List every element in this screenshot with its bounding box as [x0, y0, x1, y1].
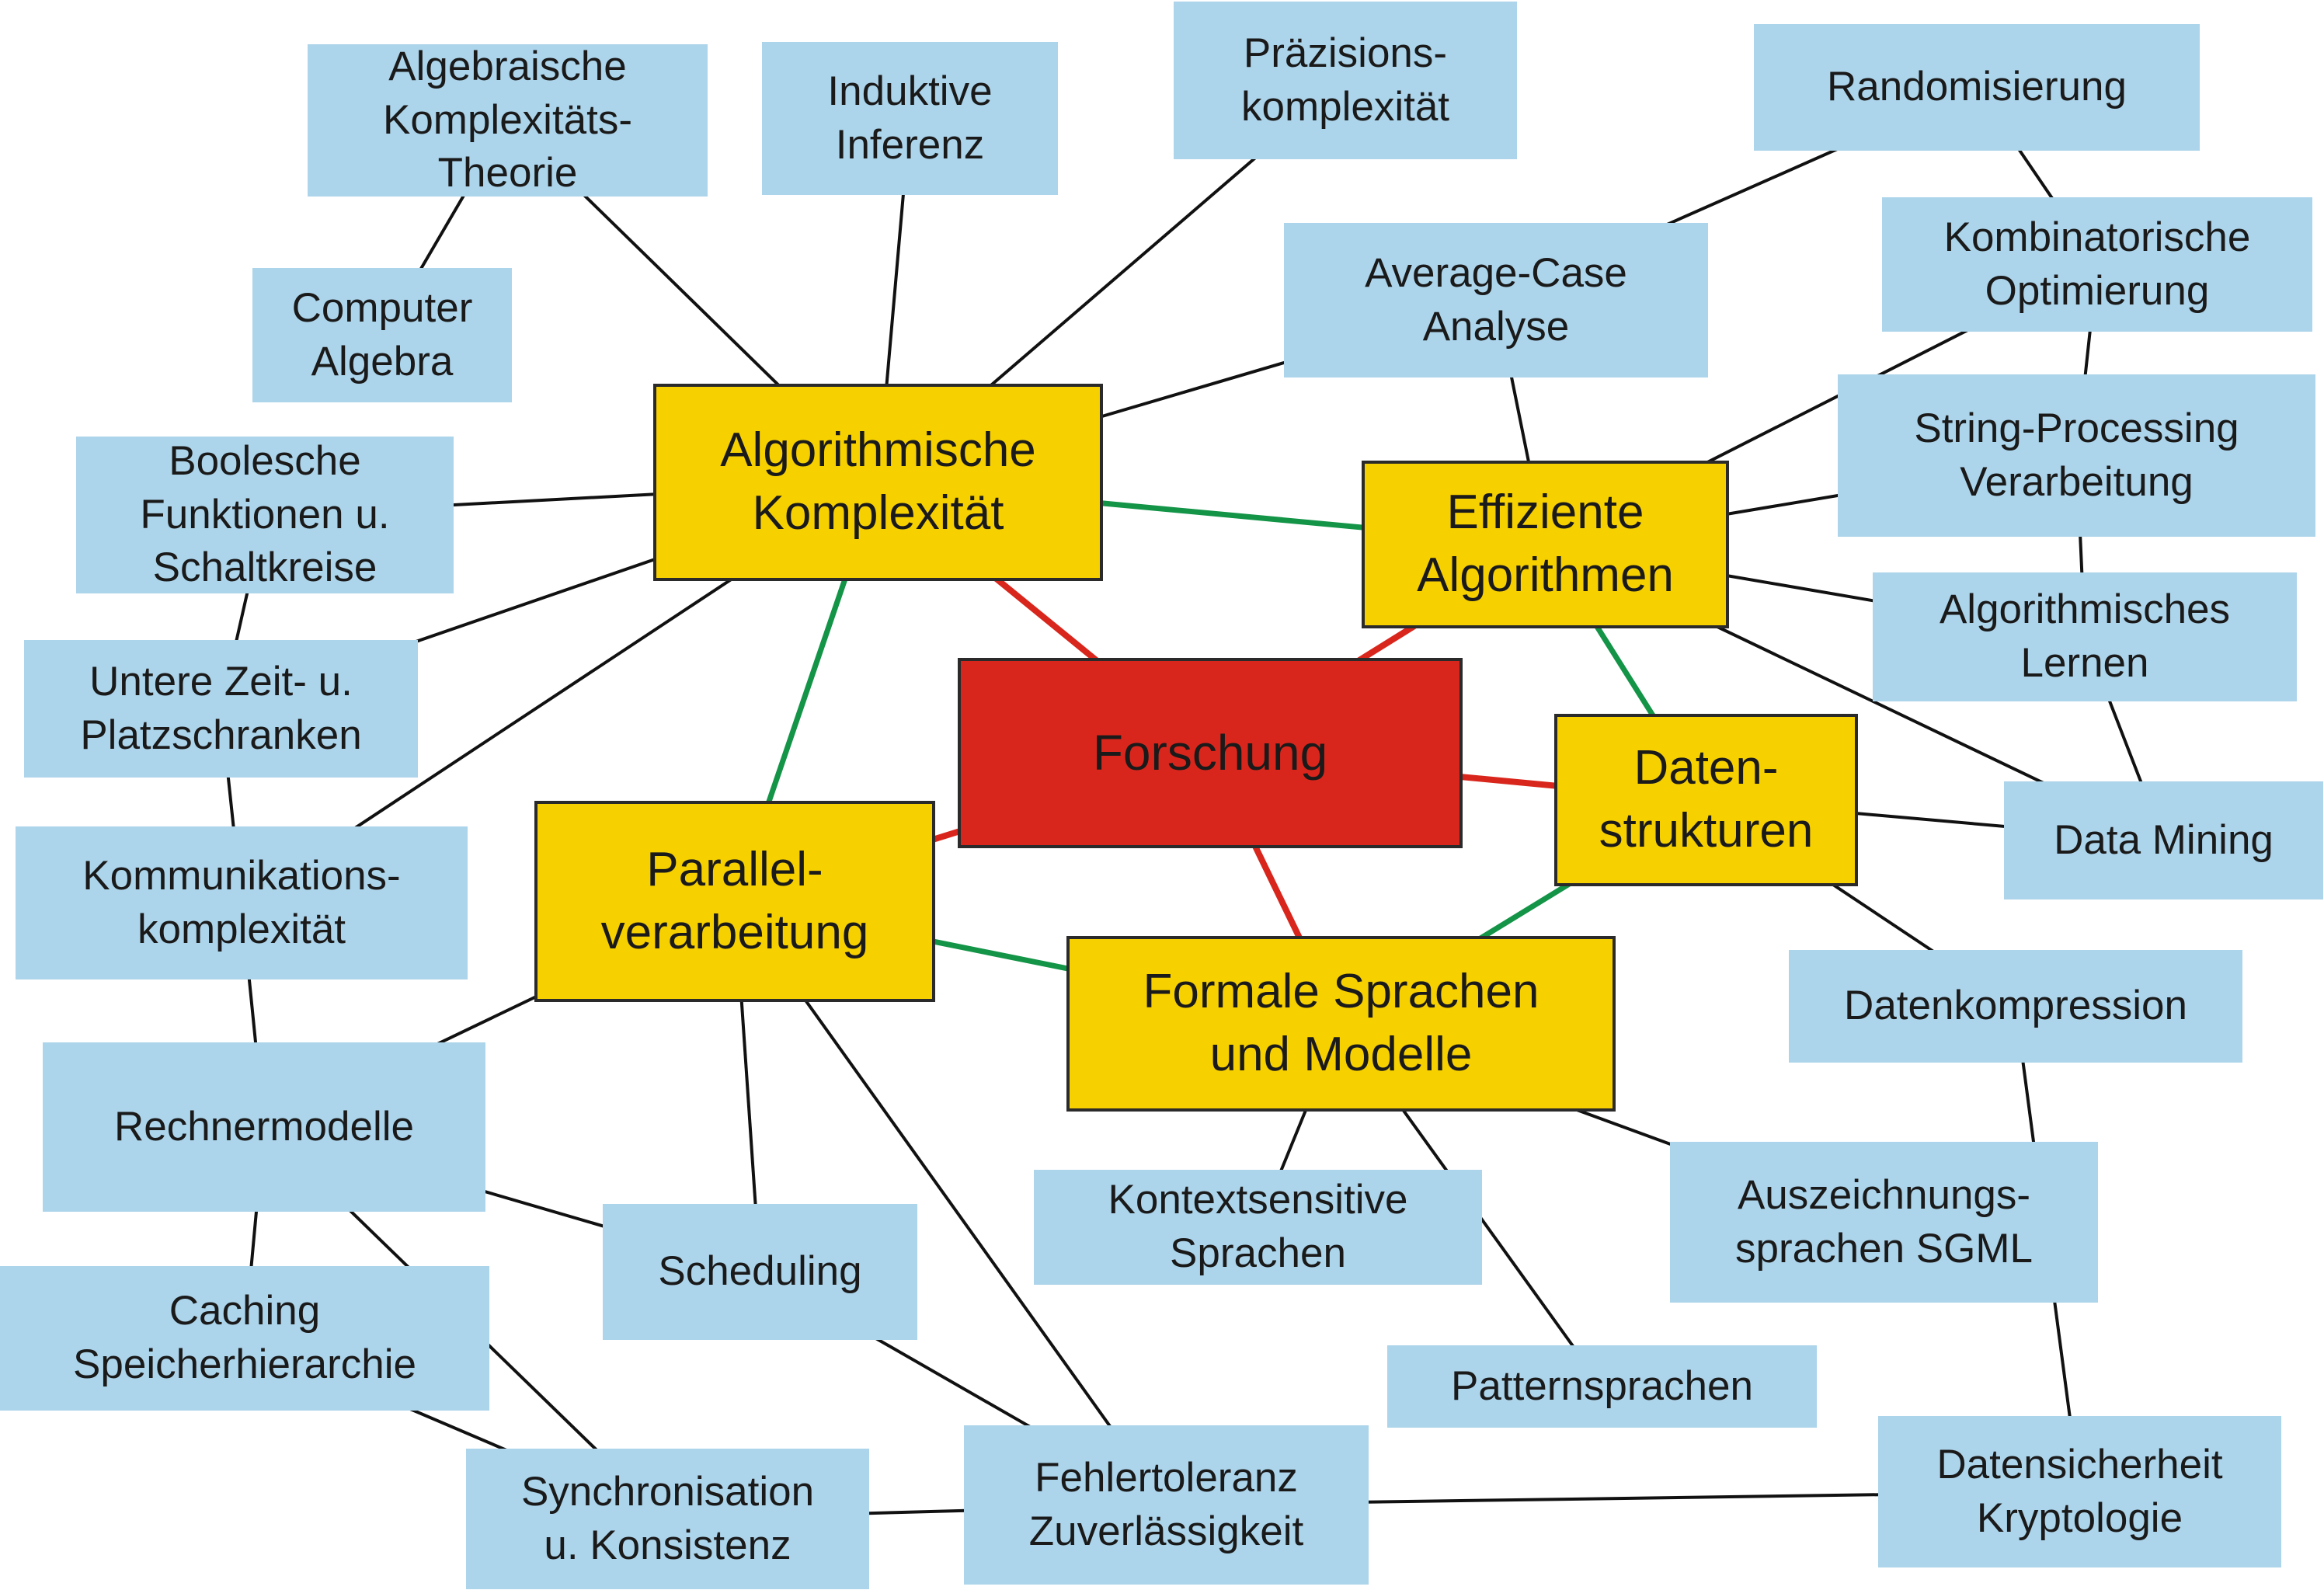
node-label: Caching Speicherhierarchie	[73, 1288, 416, 1387]
node-parallelverarbeitung: Parallel- verarbeitung	[534, 801, 935, 1002]
node-label: Datenkompression	[1844, 983, 2187, 1029]
node-untere-schranken: Untere Zeit- u. Platzschranken	[24, 640, 418, 778]
node-scheduling: Scheduling	[603, 1204, 917, 1340]
node-datensicherheit: Datensicherheit Kryptologie	[1878, 1416, 2281, 1567]
node-effiziente-algorithmen: Effiziente Algorithmen	[1362, 461, 1729, 628]
node-label: Forschung	[1092, 724, 1328, 781]
node-kommunikationskomplexitaet: Kommunikations- komplexität	[16, 826, 468, 979]
node-label: Kontextsensitive Sprachen	[1108, 1177, 1408, 1276]
node-average-case-analyse: Average-Case Analyse	[1284, 223, 1708, 377]
node-formale-sprachen: Formale Sprachen und Modelle	[1066, 936, 1616, 1112]
node-label: Kommunikations- komplexität	[82, 852, 401, 952]
node-data-mining: Data Mining	[2004, 781, 2323, 899]
node-label: Induktive Inferenz	[827, 68, 993, 168]
node-label: String-Processing Verarbeitung	[1914, 405, 2239, 505]
node-patternsprachen: Patternsprachen	[1387, 1345, 1817, 1428]
node-forschung: Forschung	[958, 658, 1463, 848]
node-boolesche-funktionen: Boolesche Funktionen u. Schaltkreise	[76, 437, 454, 593]
node-label: Computer Algebra	[291, 284, 473, 384]
node-label: Boolesche Funktionen u. Schaltkreise	[140, 437, 390, 591]
node-algorithmisches-lernen: Algorithmisches Lernen	[1873, 572, 2297, 701]
node-label: Algorithmisches Lernen	[1939, 586, 2231, 686]
node-algorithmische-komplexitaet: Algorithmische Komplexität	[653, 384, 1103, 581]
node-induktive-inferenz: Induktive Inferenz	[762, 42, 1058, 195]
node-label: Parallel- verarbeitung	[600, 842, 869, 959]
node-rechnermodelle: Rechnermodelle	[43, 1042, 485, 1212]
node-string-processing: String-Processing Verarbeitung	[1838, 374, 2315, 537]
node-auszeichnungssprachen: Auszeichnungs- sprachen SGML	[1670, 1142, 2098, 1303]
node-label: Auszeichnungs- sprachen SGML	[1735, 1171, 2033, 1272]
node-praezisionskomplexitaet: Präzisions- komplexität	[1174, 2, 1517, 159]
node-label: Randomisierung	[1827, 64, 2127, 110]
node-label: Untere Zeit- u. Platzschranken	[80, 658, 362, 758]
node-label: Algebraische Komplexitäts- Theorie	[382, 43, 633, 197]
node-label: Scheduling	[658, 1248, 862, 1295]
node-fehlertoleranz: Fehlertoleranz Zuverlässigkeit	[964, 1425, 1369, 1585]
node-synchronisation: Synchronisation u. Konsistenz	[466, 1449, 869, 1589]
node-label: Datensicherheit Kryptologie	[1936, 1441, 2223, 1541]
node-algebraische-komplexitaet: Algebraische Komplexitäts- Theorie	[308, 43, 708, 197]
node-label: Data Mining	[2054, 816, 2274, 863]
node-label: Rechnermodelle	[114, 1103, 414, 1150]
node-label: Präzisions- komplexität	[1240, 30, 1450, 130]
node-label: Daten- strukturen	[1599, 741, 1814, 858]
node-kombinatorische-optimierung: Kombinatorische Optimierung	[1882, 197, 2312, 332]
node-label: Synchronisation u. Konsistenz	[520, 1468, 815, 1568]
node-caching: Caching Speicherhierarchie	[0, 1266, 489, 1411]
node-label: Effiziente Algorithmen	[1417, 485, 1674, 602]
node-datenkompression: Datenkompression	[1789, 950, 2242, 1063]
node-datenstrukturen: Daten- strukturen	[1554, 714, 1858, 886]
node-computer-algebra: Computer Algebra	[252, 268, 512, 402]
node-label: Formale Sprachen und Modelle	[1143, 965, 1539, 1081]
node-label: Fehlertoleranz Zuverlässigkeit	[1028, 1454, 1304, 1554]
node-label: Patternsprachen	[1451, 1362, 1753, 1409]
node-label: Algorithmische Komplexität	[720, 423, 1036, 540]
node-label: Kombinatorische Optimierung	[1943, 214, 2251, 314]
node-kontextsensitive-sprachen: Kontextsensitive Sprachen	[1034, 1170, 1482, 1285]
node-label: Average-Case Analyse	[1365, 249, 1627, 350]
node-randomisierung: Randomisierung	[1754, 24, 2200, 151]
edge-parallelverarbeitung-fehlertoleranz	[733, 900, 1168, 1506]
